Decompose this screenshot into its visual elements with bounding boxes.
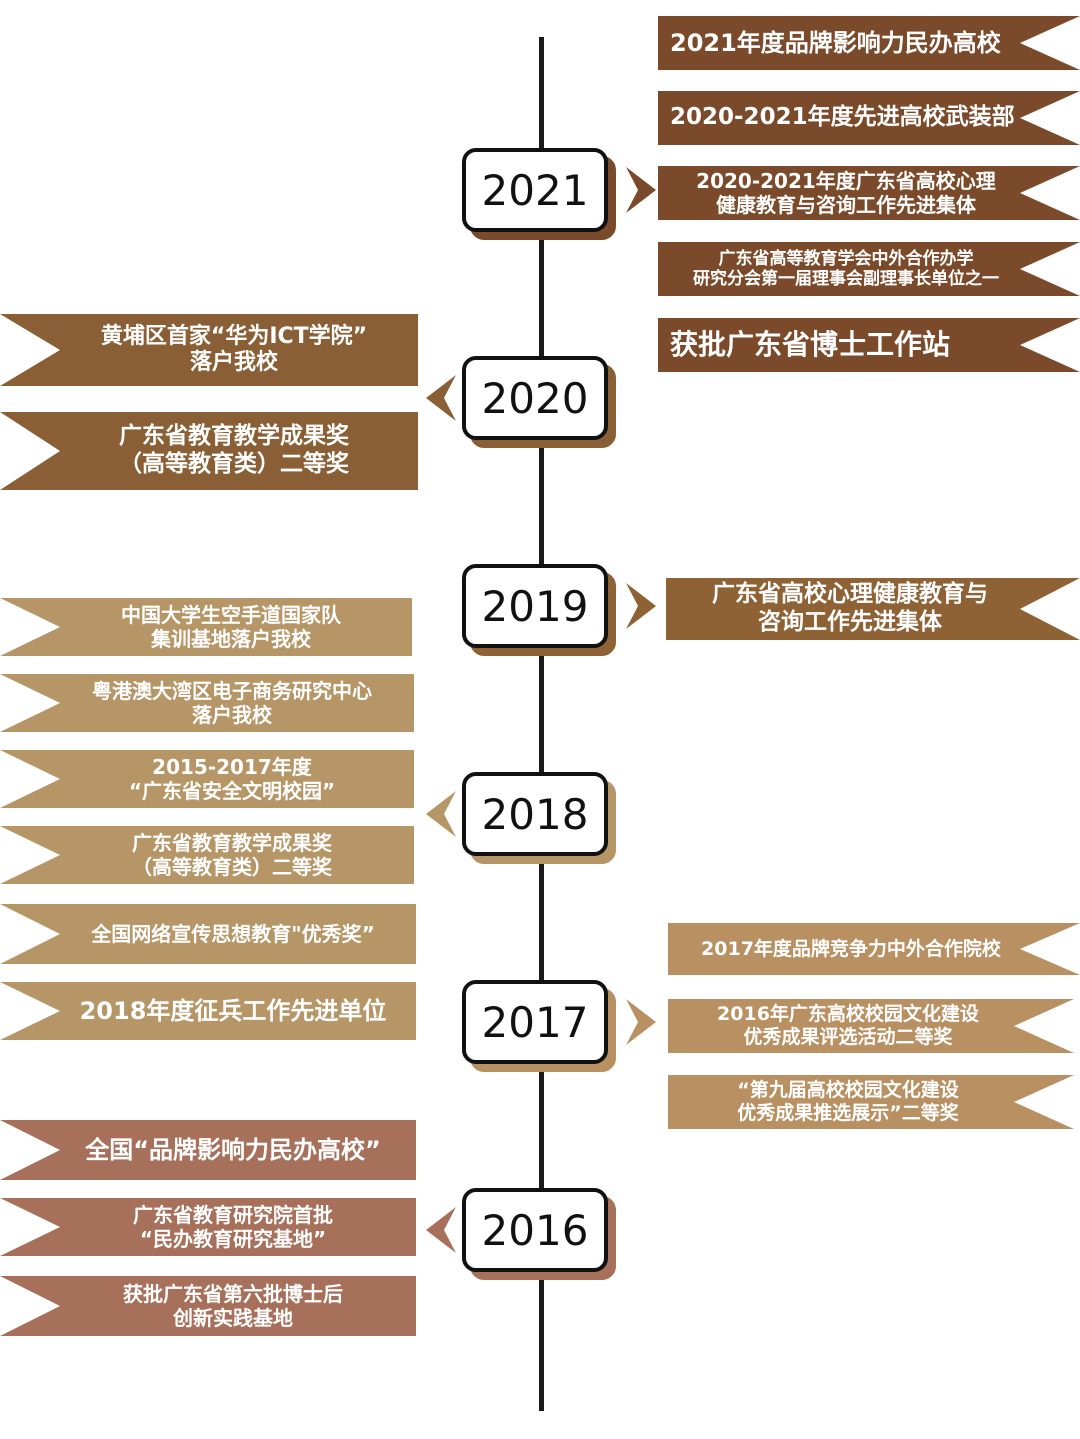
year-box-2018: 2018 [462,772,608,856]
award-text-line: 咨询工作先进集体 [758,609,942,635]
award-banner: 2020-2021年度广东省高校心理健康教育与咨询工作先进集体 [658,166,1080,220]
award-banner: 中国大学生空手道国家队集训基地落户我校 [0,598,412,656]
award-banner: 获批广东省博士工作站 [658,318,1080,372]
award-text-line: 落户我校 [189,350,278,375]
award-text-line: 粤港澳大湾区电子商务研究中心 [92,679,372,703]
award-text-line: 优秀成果推选展示”二等奖 [737,1102,959,1124]
award-banner: 2017年度品牌竞争力中外合作院校 [668,923,1080,975]
award-text-line: 2016年广东高校校园文化建设 [717,1003,979,1026]
award-text-line: 获批广东省第六批博士后 [123,1282,343,1306]
award-text-line: 黄埔区首家“华为ICT学院” [100,323,368,349]
award-text-line: 2021年度品牌影响力民办高校 [670,28,1001,57]
pointer-arrow-icon [626,167,656,213]
award-text-line: 中国大学生空手道国家队 [121,603,341,627]
award-text-line: （高等教育类）二等奖 [119,451,349,477]
award-text-line: 获批广东省博士工作站 [670,328,951,362]
award-text-line: 研究分会第一届理事会副理事长单位之一 [693,269,999,289]
award-banner: “第九届高校校园文化建设优秀成果推选展示”二等奖 [668,1075,1074,1129]
pointer-arrow-icon [426,791,456,837]
award-text-line: 2020-2021年度广东省高校心理 [696,169,996,193]
award-text-line: 广东省教育教学成果奖 [119,423,349,450]
award-text-line: “民办教育研究基地” [139,1227,327,1251]
award-text-line: 健康教育与咨询工作先进集体 [716,193,976,217]
award-text-line: 优秀成果评选活动二等奖 [743,1026,953,1048]
award-banner: 全国网络宣传思想教育"优秀奖” [0,904,416,964]
award-text-line: 广东省教育研究院首批 [133,1203,333,1227]
award-text-line: 落户我校 [192,703,272,727]
pointer-arrow-icon [626,583,656,629]
year-box-2017: 2017 [462,980,608,1064]
award-text-line: 创新实践基地 [173,1306,293,1330]
award-banner: 2021年度品牌影响力民办高校 [658,16,1080,70]
award-text-line: 全国网络宣传思想教育"优秀奖” [91,922,375,946]
award-banner: 广东省高校心理健康教育与咨询工作先进集体 [666,578,1080,640]
award-text-line: 2018年度征兵工作先进单位 [79,996,387,1025]
award-text-line: “广东省安全文明校园” [128,779,336,803]
award-banner: 广东省教育研究院首批“民办教育研究基地” [0,1198,416,1256]
award-text-line: 全国“品牌影响力民办高校” [85,1135,381,1164]
year-box-2016: 2016 [462,1188,608,1272]
award-text-line: 广东省教育教学成果奖 [132,831,332,855]
award-banner: 2018年度征兵工作先进单位 [0,982,416,1040]
pointer-arrow-icon [426,1207,456,1253]
award-banner: 全国“品牌影响力民办高校” [0,1120,416,1180]
award-text-line: 2017年度品牌竞争力中外合作院校 [701,937,1001,960]
award-text-line: “第九届高校校园文化建设 [737,1079,959,1102]
year-box-2021: 2021 [462,148,608,232]
year-box-2020: 2020 [462,356,608,440]
award-banner: 2020-2021年度先进高校武装部 [658,91,1080,145]
award-banner: 粤港澳大湾区电子商务研究中心落户我校 [0,674,414,732]
award-text-line: 2015-2017年度 [152,755,312,779]
award-banner: 黄埔区首家“华为ICT学院”落户我校 [0,314,418,386]
award-banner: 广东省高等教育学会中外合作办学研究分会第一届理事会副理事长单位之一 [658,242,1080,296]
pointer-arrow-icon [426,375,456,421]
award-text-line: 2020-2021年度先进高校武装部 [670,104,1015,131]
timeline-axis [539,37,544,1411]
year-box-2019: 2019 [462,564,608,648]
award-banner: 2016年广东高校校园文化建设优秀成果评选活动二等奖 [668,999,1074,1053]
award-banner: 2015-2017年度“广东省安全文明校园” [0,750,414,808]
award-text-line: 集训基地落户我校 [151,627,311,651]
award-text-line: 广东省高校心理健康教育与 [712,581,988,608]
pointer-arrow-icon [626,999,656,1045]
award-banner: 广东省教育教学成果奖（高等教育类）二等奖 [0,826,414,884]
award-text-line: （高等教育类）二等奖 [132,855,332,879]
award-text-line: 广东省高等教育学会中外合作办学 [718,248,974,269]
award-banner: 广东省教育教学成果奖（高等教育类）二等奖 [0,412,418,490]
award-banner: 获批广东省第六批博士后创新实践基地 [0,1276,416,1336]
